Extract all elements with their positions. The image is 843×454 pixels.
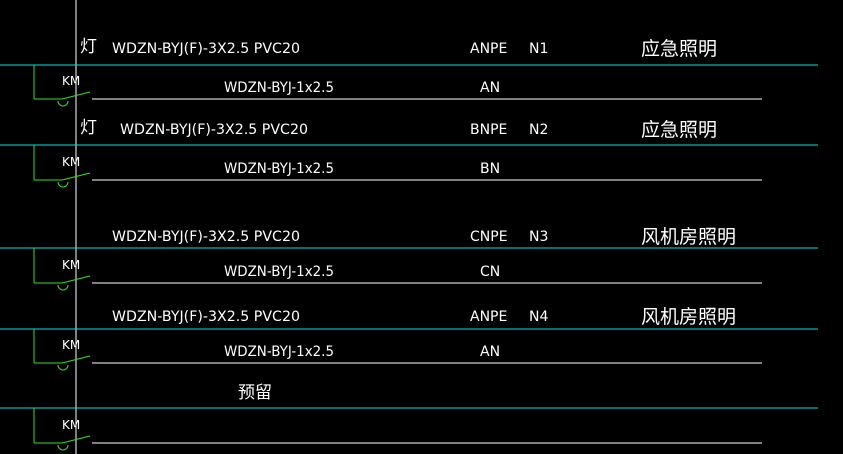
circuit-row: KM 预留 <box>0 383 818 451</box>
contactor-coil-arc <box>57 181 69 188</box>
circuit-prefix-label: 灯 <box>80 118 97 138</box>
circuit-row: KM WDZN-BYJ(F)-3X2.5 PVC20 ANPE N4 风机房照明 WDZN… <box>0 306 818 371</box>
contactor-switch-blade <box>61 91 91 100</box>
circuit-cable-spec: WDZN-BYJ(F)-3X2.5 PVC20 <box>112 309 300 325</box>
control-cable-spec: WDZN-BYJ-1x2.5 <box>224 344 334 360</box>
contactor-coil-arc <box>57 364 69 371</box>
contactor-switch-blade <box>61 275 91 284</box>
control-phase-label: CN <box>480 264 500 280</box>
contactor-switch-blade <box>61 355 91 364</box>
contactor-switch-blade <box>61 172 91 181</box>
control-phase-label: AN <box>480 344 500 360</box>
contactor-coil-arc <box>57 444 69 451</box>
contactor-label: KM <box>62 338 80 352</box>
circuit-phase-label: ANPE <box>470 41 507 57</box>
circuit-usage-label: 应急照明 <box>641 119 717 141</box>
circuit-phase-label: ANPE <box>470 309 507 325</box>
circuit-usage-label: 风机房照明 <box>641 306 736 328</box>
contactor-switch-blade <box>61 435 91 444</box>
circuit-phase-label: CNPE <box>470 229 508 245</box>
circuit-number-label: N3 <box>529 229 548 245</box>
contactor-coil-arc <box>57 284 69 291</box>
circuit-phase-label: BNPE <box>470 122 507 138</box>
circuit-row: KM 灯 WDZN-BYJ(F)-3X2.5 PVC20 ANPE N1 应急照明 WDZN… <box>0 37 818 107</box>
control-cable-spec: WDZN-BYJ-1x2.5 <box>224 80 334 96</box>
circuit-prefix-label: 灯 <box>80 37 97 57</box>
control-cable-spec: WDZN-BYJ-1x2.5 <box>224 161 334 177</box>
contactor-label: KM <box>62 155 80 169</box>
circuit-number-label: N2 <box>529 122 548 138</box>
circuit-row: KM WDZN-BYJ(F)-3X2.5 PVC20 CNPE N3 风机房照明 WDZN… <box>0 226 818 291</box>
contactor-coil-arc <box>57 100 69 107</box>
contactor-label: KM <box>62 418 80 432</box>
control-phase-label: BN <box>480 161 500 177</box>
circuit-number-label: N4 <box>529 309 548 325</box>
circuit-usage-label: 应急照明 <box>641 38 717 60</box>
circuit-row: KM 灯 WDZN-BYJ(F)-3X2.5 PVC20 BNPE N2 应急照明 WDZN… <box>0 118 818 188</box>
circuit-cable-spec: WDZN-BYJ(F)-3X2.5 PVC20 <box>112 229 300 245</box>
circuit-cable-spec: WDZN-BYJ(F)-3X2.5 PVC20 <box>112 41 300 57</box>
contactor-label: KM <box>62 258 80 272</box>
circuit-cable-spec: WDZN-BYJ(F)-3X2.5 PVC20 <box>120 122 308 138</box>
control-phase-label: AN <box>480 80 500 96</box>
control-cable-spec: WDZN-BYJ-1x2.5 <box>224 264 334 280</box>
contactor-label: KM <box>62 74 80 88</box>
circuit-usage-label: 风机房照明 <box>641 226 736 248</box>
circuit-number-label: N1 <box>529 41 548 57</box>
circuit-reserve-label: 预留 <box>238 383 272 403</box>
